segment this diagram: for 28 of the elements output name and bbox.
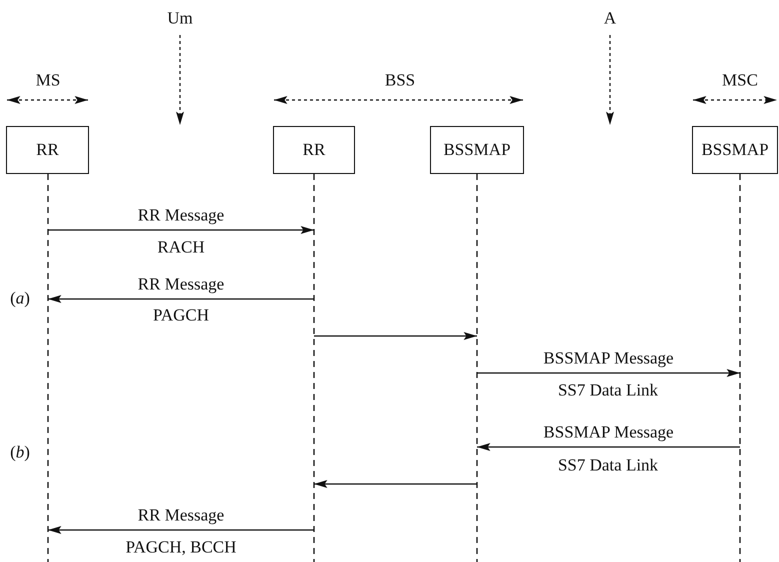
entity-label: BSS [384,72,416,88]
entity-label: MS [36,72,60,88]
edge-label: BSSMAP Message [541,350,676,366]
message-arrow [314,480,477,488]
message-arrow [48,295,314,303]
edge-label: RR Message [136,506,226,524]
channel-label: SS7 Data Link [558,382,658,398]
entity-label: MSC [722,72,758,88]
participant-name: BSSMAP [701,140,769,160]
interface-label: A [604,10,616,26]
channel-label: PAGCH, BCCH [126,538,236,556]
step-label: (b) [10,444,30,460]
edge-label: RR Message [136,206,226,224]
message-arrow [48,526,314,534]
channel-label: SS7 Data Link [558,456,658,474]
message-arrow [477,443,740,451]
channel-label: PAGCH [152,306,210,324]
edge-label: BSSMAP Message [541,424,676,440]
participant-name: BSSMAP [443,140,511,160]
interface-label: Um [167,10,193,26]
message-arrow [314,332,477,340]
message-arrow [477,369,740,377]
participant-name: RR [36,140,59,160]
participant-name: RR [302,140,326,160]
edge-label: RR Message [136,276,226,292]
step-label: (a) [10,290,30,306]
message-arrow [48,226,314,234]
channel-label: RACH [157,238,205,256]
